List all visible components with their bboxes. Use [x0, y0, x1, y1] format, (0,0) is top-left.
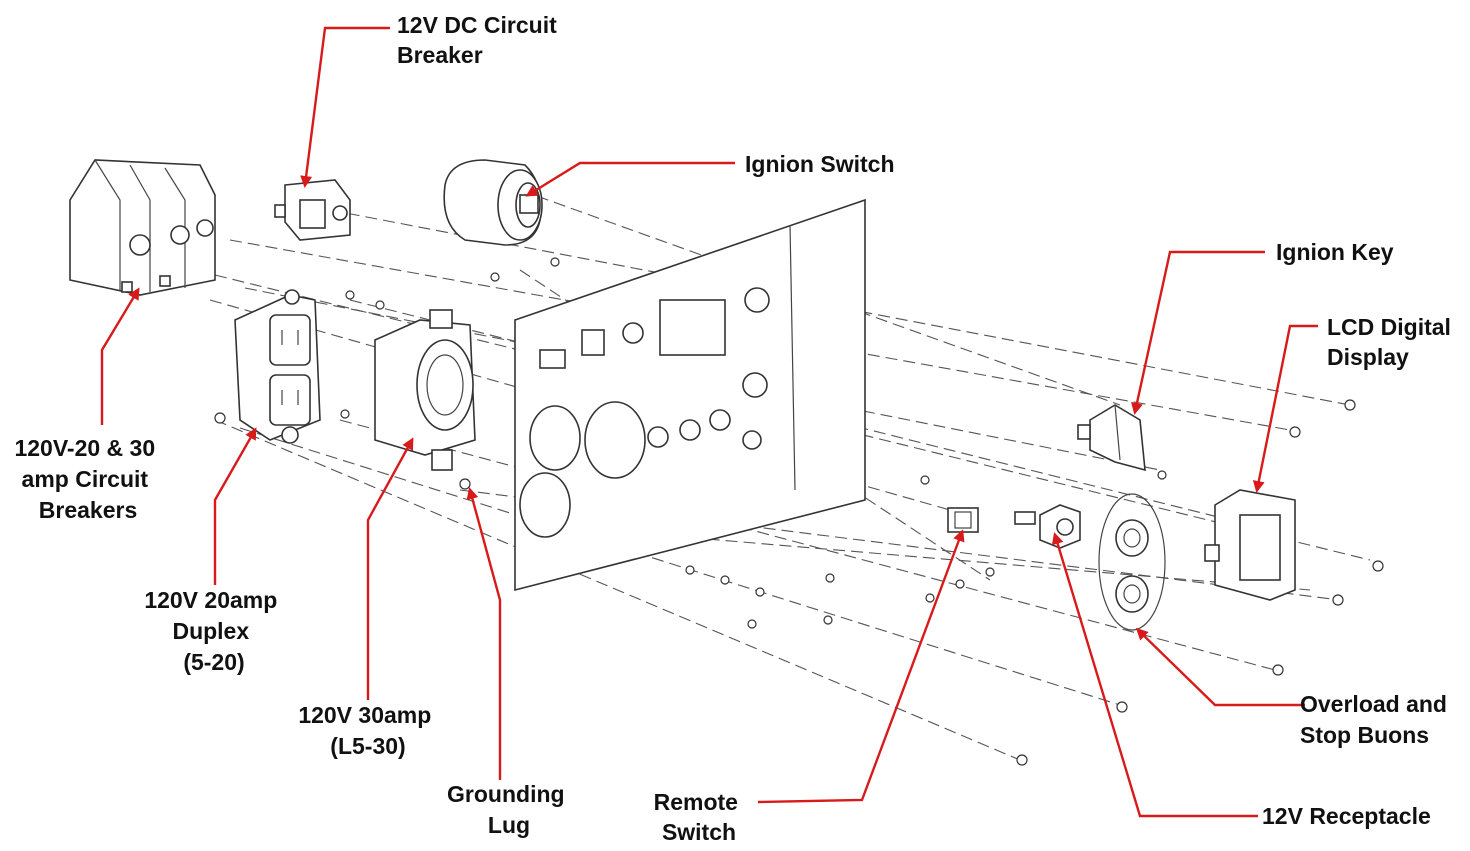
component-labels: 12V DC Circuit Breaker Ignion Switch Ign… [14, 12, 1457, 845]
label-circuit-breakers: 120V-20 & 30 amp Circuit Breakers [14, 435, 161, 523]
label-duplex: 120V 20amp Duplex (5-20) [144, 587, 283, 675]
label-remote-switch: Remote Switch [654, 789, 745, 845]
label-lcd-display: LCD Digital Display [1327, 314, 1457, 370]
front-panel-part [514, 198, 866, 592]
receptacle-12v-part [1014, 504, 1081, 549]
dc-breaker-part [274, 179, 351, 241]
ignition-switch-part [443, 159, 543, 246]
remote-switch-part [947, 507, 979, 533]
label-overload-stop: Overload and Stop Buons [1300, 691, 1453, 748]
circuit-breakers-part [69, 159, 216, 296]
label-l5-30: 120V 30amp (L5-30) [298, 702, 437, 759]
ignition-key-part [1077, 404, 1146, 472]
label-receptacle-12v: 12V Receptacle [1262, 803, 1431, 829]
label-ignition-switch: Ignion Switch [745, 151, 895, 177]
label-grounding-lug: Grounding Lug [447, 781, 571, 838]
label-ignition-key: Ignion Key [1276, 239, 1394, 265]
hardware-screws [214, 257, 1384, 766]
l5-30-outlet-part [374, 309, 476, 471]
label-dc-breaker: 12V DC Circuit Breaker [397, 12, 563, 68]
lcd-display-part [1204, 489, 1296, 601]
duplex-outlet-part [234, 289, 321, 444]
leader-lines [100, 26, 1318, 818]
overload-stop-buttons-part [1098, 493, 1166, 631]
